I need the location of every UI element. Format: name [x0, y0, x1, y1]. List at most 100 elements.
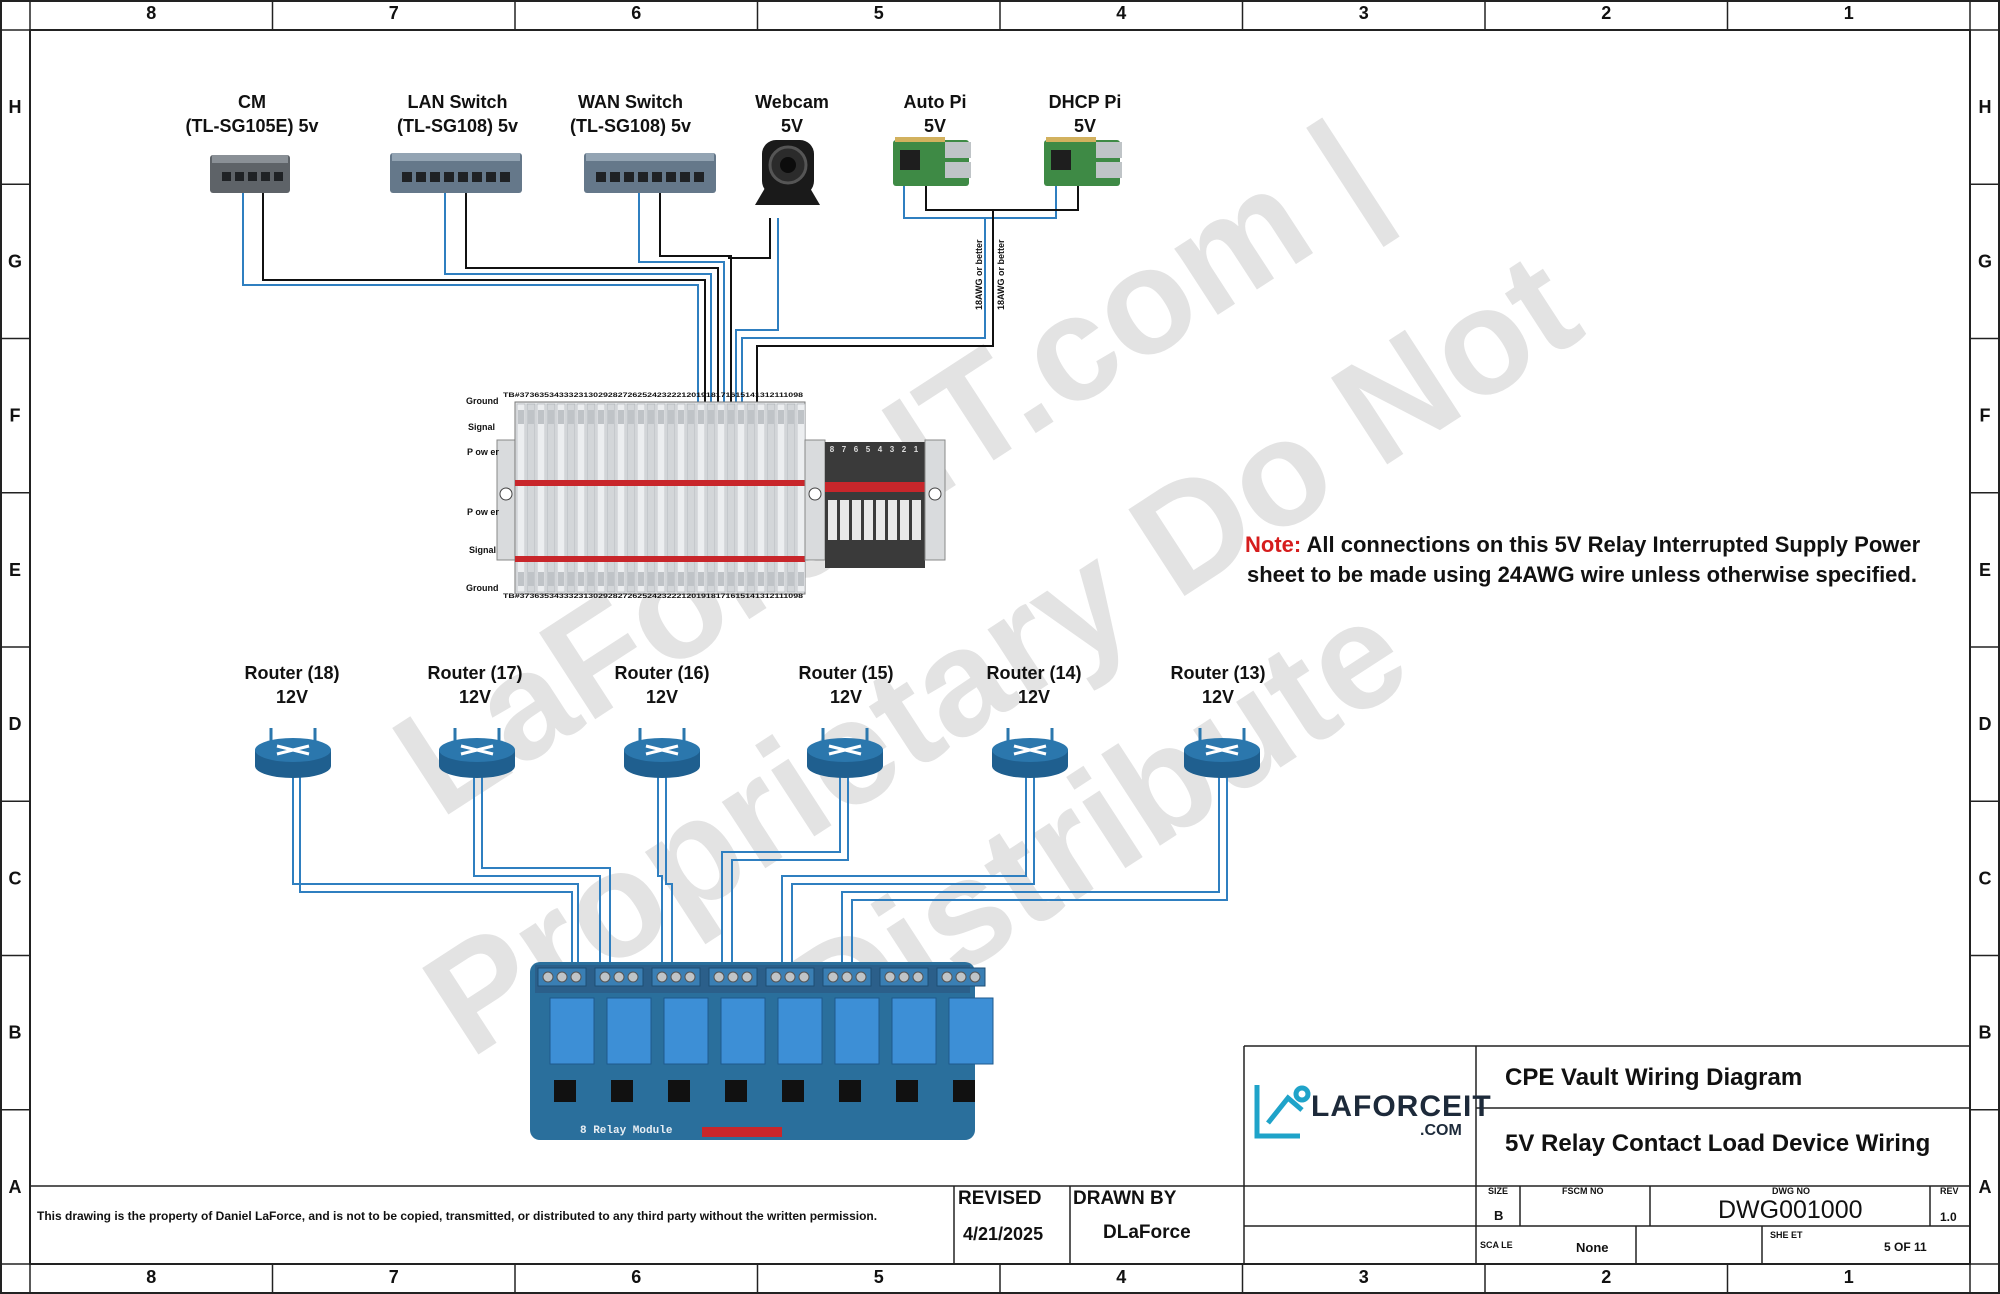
sheet-label: SHE ET [1770, 1230, 1803, 1240]
terminal-screw [684, 971, 696, 983]
terminal-screw [656, 971, 668, 983]
routers-12v [255, 728, 1260, 778]
row-label-power: P ow er [467, 507, 499, 517]
lan-switch-icon [390, 153, 522, 193]
relay-slot [852, 500, 861, 540]
terminal-screw [788, 572, 794, 586]
terminal-screw [588, 410, 594, 424]
relay-slot [840, 500, 849, 540]
terminal-screw [955, 971, 967, 983]
terminal-screw [578, 410, 584, 424]
title-block [30, 1045, 1970, 1264]
terminal-screw [728, 410, 734, 424]
row-label-ground: Ground [466, 583, 499, 593]
terminal-screw [648, 572, 654, 586]
terminal-slot [566, 403, 576, 593]
note-line-1: All connections on this 5V Relay Interru… [1306, 532, 1921, 557]
relay-slot [864, 500, 873, 540]
relay-slot [912, 500, 921, 540]
terminal-slot [686, 403, 696, 593]
wires-12v [292, 775, 1228, 965]
grid-column-label: 7 [389, 1267, 399, 1287]
grid-row-label: H [9, 97, 22, 117]
relay-slot [888, 500, 897, 540]
auto-pi-board-icon [893, 137, 971, 186]
terminal-screw [678, 410, 684, 424]
optocoupler [611, 1080, 633, 1102]
relay-module-label: 8 Relay Module [580, 1125, 673, 1137]
router-icon [807, 728, 883, 778]
grid-row-label: F [1980, 406, 1991, 426]
router-icon [992, 728, 1068, 778]
grid-row-label: D [1979, 714, 1992, 734]
wires-5v [242, 183, 1079, 425]
terminal-screw [538, 410, 544, 424]
grid-row-label: D [9, 714, 22, 734]
grid-column-label: 6 [631, 3, 641, 23]
device-label-wan-switch: WAN Switch(TL-SG108) 5v [569, 92, 692, 136]
grid-row-label: G [8, 251, 22, 271]
terminal-screw [648, 410, 654, 424]
relay-slot [876, 500, 885, 540]
terminal-slot [776, 403, 786, 593]
terminal-screw [748, 410, 754, 424]
optocoupler [839, 1080, 861, 1102]
laforceit-logo-icon [1254, 1085, 1311, 1139]
webcam-icon [755, 140, 820, 205]
terminal-screw [542, 971, 554, 983]
size-label: SIZE [1488, 1186, 1509, 1196]
row-label-ground: Ground [466, 396, 499, 406]
revised-label: REVISED [958, 1188, 1042, 1209]
terminal-screw [548, 572, 554, 586]
terminal-screw [613, 971, 625, 983]
terminal-screw [827, 971, 839, 983]
terminal-block [496, 401, 946, 595]
size-value: B [1494, 1208, 1504, 1223]
grid-row-label: E [9, 560, 21, 580]
relay-terminal-number: 5 [866, 445, 871, 454]
relay-terminal-number: 3 [890, 445, 895, 454]
terminal-slot [556, 403, 566, 593]
sheet-value: 5 OF 11 [1884, 1240, 1927, 1254]
terminal-screw [778, 410, 784, 424]
terminal-screw [884, 971, 896, 983]
grid-column-label: 5 [874, 3, 884, 23]
terminal-screw [784, 971, 796, 983]
terminal-screw [638, 572, 644, 586]
terminal-columns [516, 403, 806, 593]
terminal-screw [713, 971, 725, 983]
router-label-14: Router (14)12V [986, 663, 1082, 707]
terminal-slot [736, 403, 746, 593]
terminal-screw [528, 572, 534, 586]
terminal-screw [599, 971, 611, 983]
router-label-13: Router (13)12V [1170, 663, 1266, 707]
terminal-screw [618, 572, 624, 586]
relay-body [720, 997, 766, 1065]
grid-column-label: 1 [1844, 1267, 1854, 1287]
property-notice: This drawing is the property of Daniel L… [37, 1209, 878, 1223]
relay-terminal-number: 4 [878, 445, 883, 454]
grid-column-label: 2 [1601, 1267, 1611, 1287]
terminal-screw [898, 971, 910, 983]
relay-cells [537, 967, 994, 1102]
terminal-screw [627, 971, 639, 983]
terminal-screw [718, 410, 724, 424]
scale-label: SCA LE [1480, 1240, 1513, 1250]
terminal-slot [656, 403, 666, 593]
terminal-slot [706, 403, 716, 593]
drawn-by-value: DLaForce [1103, 1222, 1191, 1243]
device-label-cm: CM(TL-SG105E) 5v [185, 92, 319, 136]
terminal-screw [758, 410, 764, 424]
scale-value: None [1576, 1240, 1609, 1255]
terminal-screw [658, 410, 664, 424]
revised-value: 4/21/2025 [963, 1224, 1044, 1244]
relay-body [777, 997, 823, 1065]
terminal-screw [798, 971, 810, 983]
terminal-slot [636, 403, 646, 593]
terminal-screw [768, 572, 774, 586]
wire-notes: 18AWG or better 18AWG or better [974, 239, 1006, 310]
grid-column-label: 3 [1359, 3, 1369, 23]
terminal-slot [666, 403, 676, 593]
